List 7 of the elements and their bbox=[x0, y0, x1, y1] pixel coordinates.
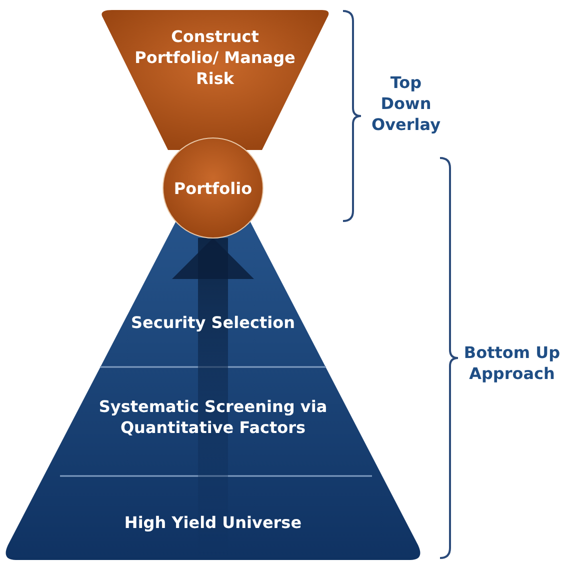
bracket-label: Bottom Up Approach bbox=[462, 342, 562, 384]
stage-label: Portfolio bbox=[174, 178, 252, 198]
tier-label: Systematic Screening via Quantitative Factors bbox=[98, 396, 328, 438]
bracket-label: Top Down Overlay bbox=[370, 72, 442, 135]
tier-label: Security Selection bbox=[131, 312, 295, 332]
tier-label: High Yield Universe bbox=[124, 512, 302, 532]
stage-label: Construct Portfolio/ Manage Risk bbox=[134, 26, 296, 88]
